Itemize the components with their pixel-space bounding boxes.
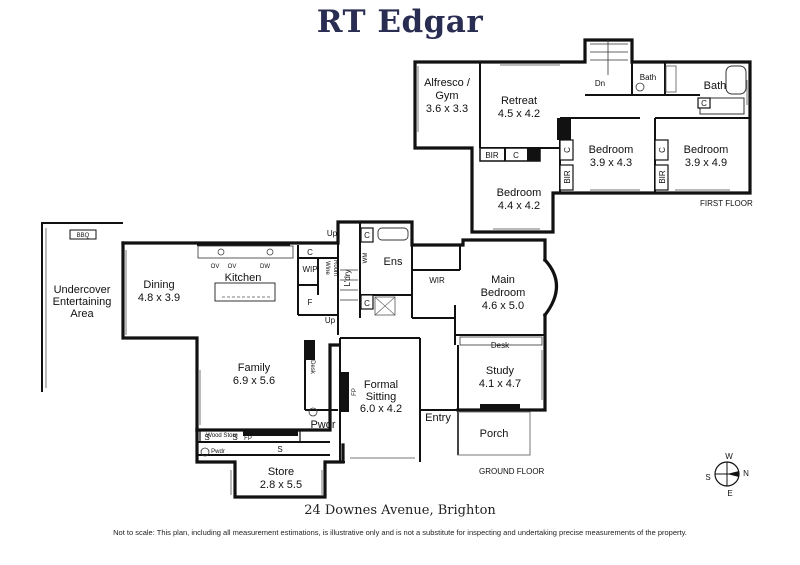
bir-label-bedroom-mid: BIR [563,170,572,184]
bath-small-label: Bath [640,73,656,82]
store-dims: 2.8 x 5.5 [260,479,302,491]
compass-s: S [705,473,710,482]
bir-label-retreat: BIR [485,151,499,160]
alfresco-label: Alfresco / [424,77,471,89]
family-dims: 6.9 x 5.6 [233,375,275,387]
kitchen-label: Kitchen [225,272,262,284]
main-bedroom-label-1: Main [491,274,515,286]
stairs-up-label-top: Up [327,229,338,238]
storage-label-2: S [232,433,237,442]
compass-icon [714,461,740,487]
oven-label-2: OV [228,264,237,270]
formal-sitting-label-2: Sitting [366,391,397,403]
entry-label: Entry [425,412,451,424]
c-label-bath: C [701,99,707,108]
family-label: Family [238,362,271,374]
powder-room-label: Pwdr [310,419,335,431]
ensuite-label: Ens [384,256,403,268]
first-floor-label: FIRST FLOOR [700,199,753,208]
compass-e: E [727,489,732,498]
fireplace-label-family: FP [244,436,252,442]
powder-room-label-small: Pwdr [211,449,225,455]
main-bedroom-label-2: Bedroom [481,287,526,299]
study-dims: 4.1 x 4.7 [479,378,521,390]
retreat-label: Retreat [501,95,537,107]
fridge-label: F [308,298,313,307]
c-label-retreat: C [513,151,519,160]
stairs-up-label-bottom: Up [325,316,336,325]
dining-dims: 4.8 x 3.9 [138,292,180,304]
bedroom-mid-label: Bedroom [589,144,634,156]
desk-label-family: Desk [309,360,315,375]
c-label-bedroom-mid: C [563,147,572,153]
desk-label: Desk [491,341,510,350]
property-address: 24 Downes Avenue, Brighton [304,503,496,518]
bedroom-lower-label: Bedroom [497,187,542,199]
storage-label-1: S [204,433,209,442]
bedroom-lower-dims: 4.4 x 4.2 [498,200,540,212]
wip-label: WIP [302,265,317,274]
laundry-label: L'dry [343,269,352,286]
formal-sitting-dims: 6.0 x 4.2 [360,403,402,415]
bir-label-bedroom-right: BIR [658,170,667,184]
compass-n: N [743,469,749,478]
stairs-down-label: Dn [595,79,605,88]
dishwasher-label: DW [260,264,270,270]
wood-store-label: Wood Store [206,433,238,439]
store-label: Store [268,466,294,478]
bedroom-right-dims: 3.9 x 4.9 [685,157,727,169]
retreat-dims: 4.5 x 4.2 [498,108,540,120]
storage-label-3: S [277,445,282,454]
ground-floor [41,220,558,499]
study-label: Study [486,365,515,377]
first-floor [413,38,752,234]
bath-label: Bath [704,80,727,92]
main-bedroom-dims: 4.6 x 5.0 [482,300,524,312]
porch-label: Porch [480,428,509,440]
dining-label: Dining [143,279,174,291]
undercover-label-1: Undercover [54,284,111,296]
oven-label-1: OV [211,264,220,270]
bedroom-right-label: Bedroom [684,144,729,156]
brand-logo: RT Edgar [316,4,484,40]
c-label-bedroom-right: C [658,147,667,153]
wine-room-label-2: Room [332,260,338,276]
bbq-label: BBQ [77,233,90,239]
c-label-kitchen: C [307,248,313,257]
bedroom-mid-dims: 3.9 x 4.3 [590,157,632,169]
formal-sitting-label-1: Formal [364,379,398,391]
alfresco-dims: 3.6 x 3.3 [426,103,468,115]
wir-label: WIR [429,276,445,285]
compass-w: W [725,452,733,461]
undercover-label-3: Area [70,308,94,320]
fireplace-label-formal: FP [352,388,358,396]
wine-room-label-1: Wine [324,261,330,275]
c-label-ensuite-top: C [364,231,370,240]
disclaimer-text: Not to scale: This plan, including all m… [113,528,687,537]
ground-floor-label: GROUND FLOOR [479,467,545,476]
alfresco-label-2: Gym [435,90,458,102]
washing-machine-label: WM [363,253,369,264]
c-label-ensuite-bottom: C [364,299,370,308]
undercover-label-2: Entertaining [53,296,112,308]
